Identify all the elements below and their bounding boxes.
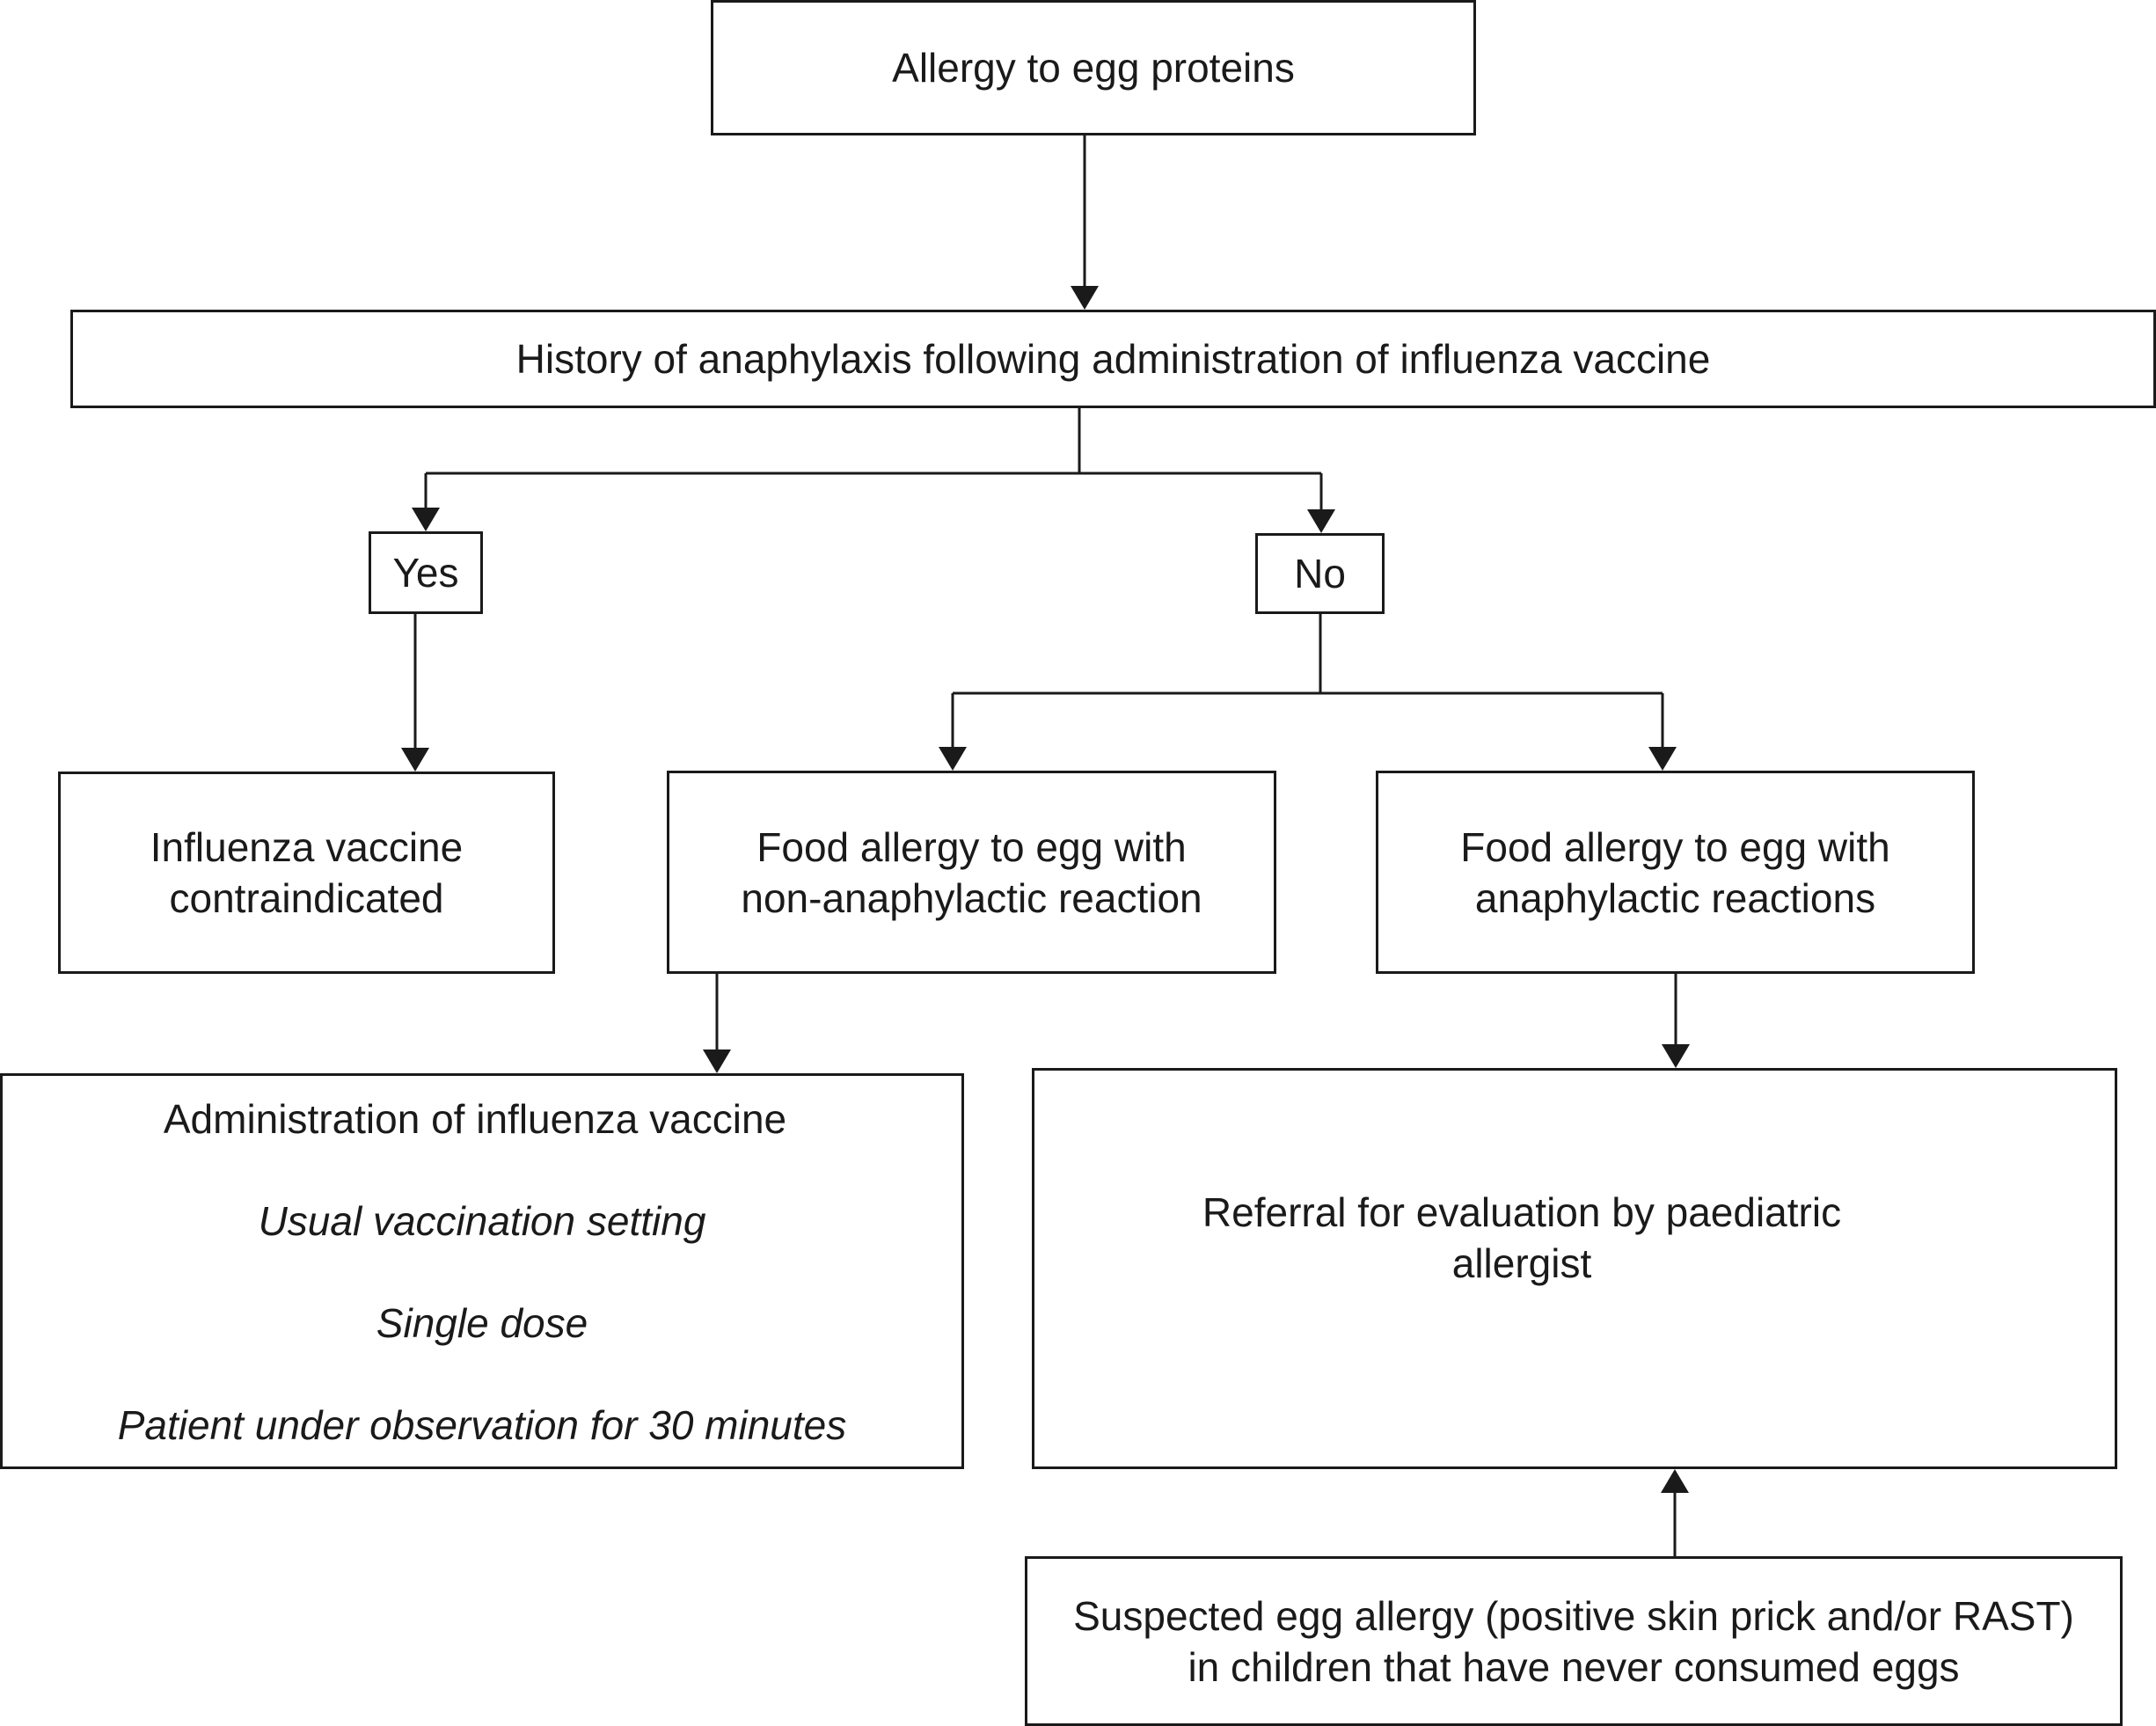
node-text: Referral for evaluation by paediatric [1202,1189,1842,1235]
node-no: No [1255,533,1385,614]
node-text: in children that have never consumed egg… [1188,1643,1960,1690]
node-non-anaphylactic-reaction: Food allergy to egg with non-anaphylacti… [667,771,1276,974]
node-allergy-to-egg-proteins: Allergy to egg proteins [711,0,1476,135]
arrowhead-referral-bottom [1661,1469,1689,1493]
node-vaccine-contraindicated: Influenza vaccine contraindicated [58,772,555,974]
node-text: allergist [1451,1240,1592,1286]
node-text: Influenza vaccine [150,824,464,870]
arrowhead-admin [703,1049,731,1073]
arrowhead-no [1307,509,1335,533]
node-text: Food allergy to egg with [756,823,1187,870]
node-text: History of anaphylaxis following adminis… [515,336,1711,382]
node-text: No [1294,551,1346,596]
arrowhead-referral-top [1662,1044,1690,1068]
node-text: Food allergy to egg with [1460,823,1890,870]
node-text-group: Referral for evaluation by paediatric al… [1202,1187,1841,1289]
node-title: Administration of influenza vaccine [163,1096,787,1142]
node-text: Yes [392,550,459,596]
arrowhead-contraindicated [401,748,429,772]
node-text: contraindicated [169,875,444,921]
arrowhead-nonana [939,747,967,771]
arrowhead-yes [412,508,440,531]
arrowhead-history [1071,286,1099,310]
node-referral-paediatric-allergist: Referral for evaluation by paediatric al… [1032,1068,2117,1469]
node-note: Usual vaccination setting [258,1198,706,1244]
node-note: Single dose [376,1300,588,1346]
node-yes: Yes [369,531,483,614]
node-administration-of-vaccine: Administration of influenza vaccine Usua… [0,1073,964,1469]
node-anaphylactic-reactions: Food allergy to egg with anaphylactic re… [1376,771,1975,974]
node-note: Patient under observation for 30 minutes [117,1402,847,1448]
node-suspected-egg-allergy: Suspected egg allergy (positive skin pri… [1025,1556,2123,1726]
node-text: anaphylactic reactions [1474,874,1876,921]
node-text: Allergy to egg proteins [892,45,1295,91]
node-history-of-anaphylaxis: History of anaphylaxis following adminis… [70,310,2156,408]
node-text: non-anaphylactic reaction [741,874,1202,921]
node-text: Suspected egg allergy (positive skin pri… [1073,1592,2074,1639]
arrowhead-ana [1648,747,1677,771]
